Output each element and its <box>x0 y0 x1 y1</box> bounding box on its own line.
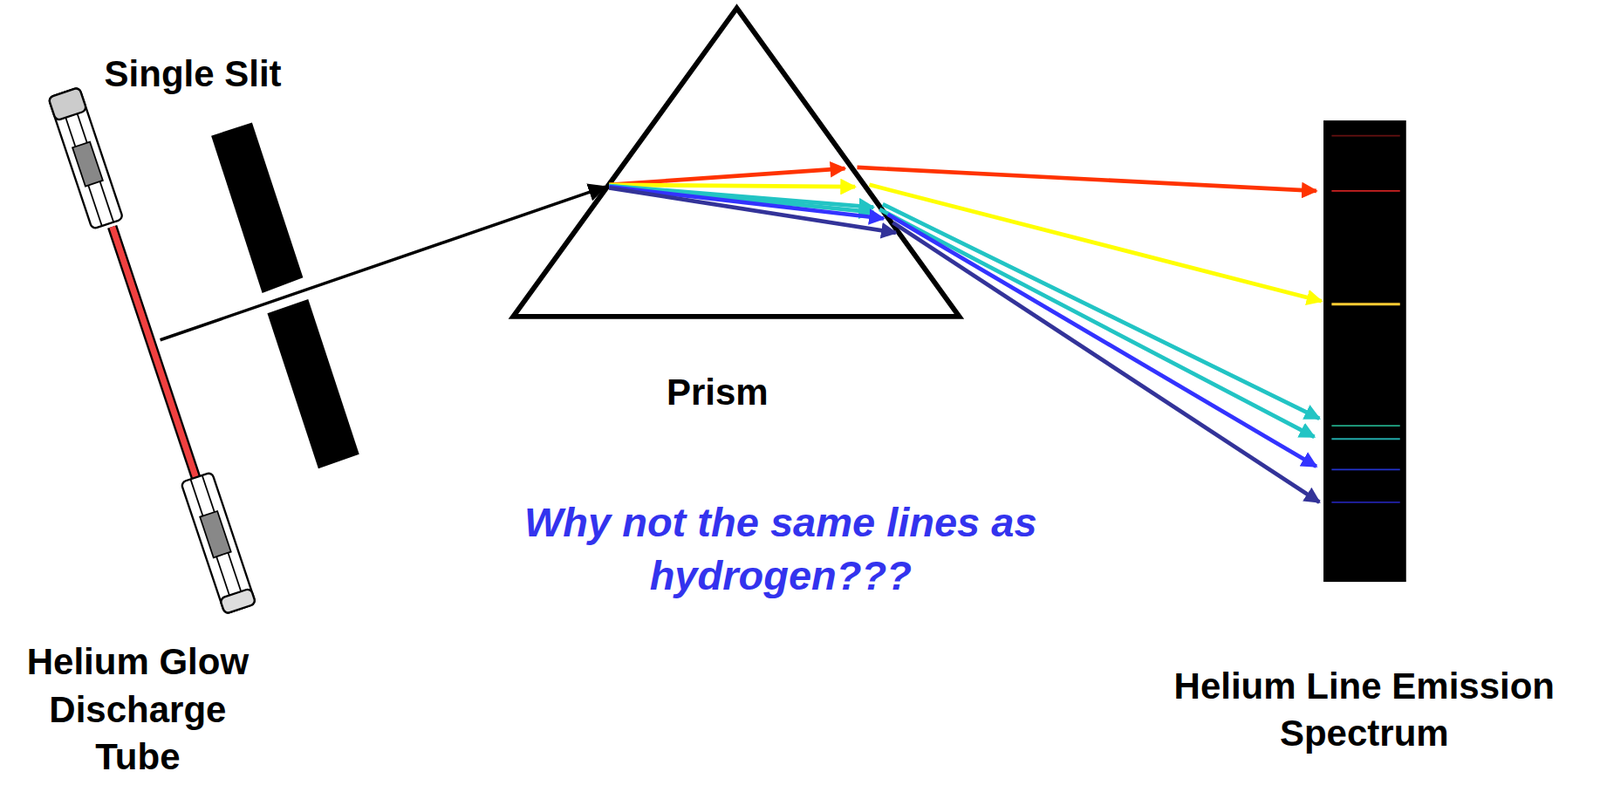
dispersed-rays <box>857 167 1322 503</box>
part-label: Single Slit <box>35 50 350 99</box>
emission-spectrum <box>1323 120 1407 582</box>
slit-plate <box>211 122 303 293</box>
refracted-rays <box>608 168 896 233</box>
slit-plate <box>266 299 359 469</box>
question-note: Why not the same lines as hydrogen??? <box>505 495 1056 602</box>
prism-triangle <box>512 7 959 316</box>
part-label: Helium Line Emission Spectrum <box>1137 663 1592 759</box>
part-label: Prism <box>586 369 848 418</box>
part-label: Helium Glow Discharge Tube <box>6 638 269 782</box>
